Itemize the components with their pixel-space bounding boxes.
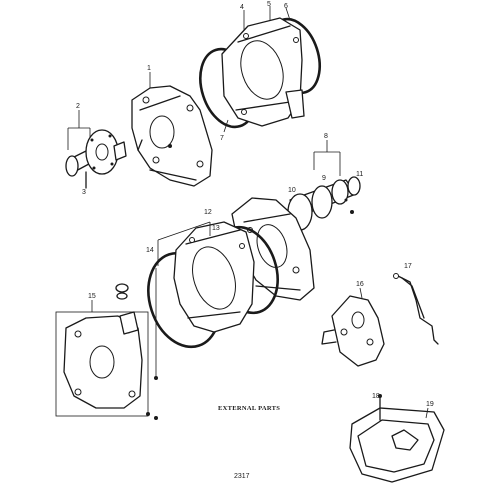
callout-label: 19 bbox=[426, 401, 434, 408]
diagram-caption: EXTERNAL PARTS bbox=[218, 405, 280, 412]
callout-label: 13 bbox=[212, 225, 220, 232]
oil-filler-cap bbox=[115, 283, 129, 300]
callout-label: 5 bbox=[267, 1, 271, 8]
rear-cover bbox=[63, 311, 143, 409]
callout-label: 6 bbox=[284, 3, 288, 10]
page-code: 2317 bbox=[234, 473, 250, 480]
callout-label: 12 bbox=[204, 209, 212, 216]
intermediate-housing bbox=[231, 197, 315, 301]
thermostat-housing bbox=[321, 295, 385, 367]
callout-group-shaft bbox=[313, 140, 341, 176]
callout-label: 14 bbox=[146, 247, 154, 254]
callout-label: 10 bbox=[288, 187, 296, 194]
hose-line bbox=[393, 273, 439, 345]
callout-group-housing bbox=[154, 221, 211, 380]
callout-label: 1 bbox=[147, 65, 151, 72]
callout-label: 3 bbox=[82, 189, 86, 196]
callout-label: 2 bbox=[76, 103, 80, 110]
callout-label: 18 bbox=[372, 393, 380, 400]
callout-label: 11 bbox=[356, 171, 363, 178]
callout-label: 16 bbox=[356, 281, 364, 288]
detail-box bbox=[55, 311, 149, 417]
eccentric-shaft-assembly bbox=[287, 176, 361, 231]
rotor-housing-lower bbox=[173, 221, 255, 333]
callout-label: 17 bbox=[404, 263, 412, 270]
rotor-housing-upper bbox=[221, 17, 305, 127]
callout-label: 7 bbox=[220, 135, 224, 142]
callout-label: 9 bbox=[322, 175, 326, 182]
front-cover-upper bbox=[131, 85, 213, 187]
front-pulley-hub bbox=[65, 129, 127, 189]
callout-label: 8 bbox=[324, 133, 328, 140]
callout-group-pulley bbox=[67, 110, 91, 150]
callout-label: 15 bbox=[88, 293, 96, 300]
oil-pan bbox=[349, 394, 445, 483]
callout-label: 4 bbox=[240, 4, 244, 11]
